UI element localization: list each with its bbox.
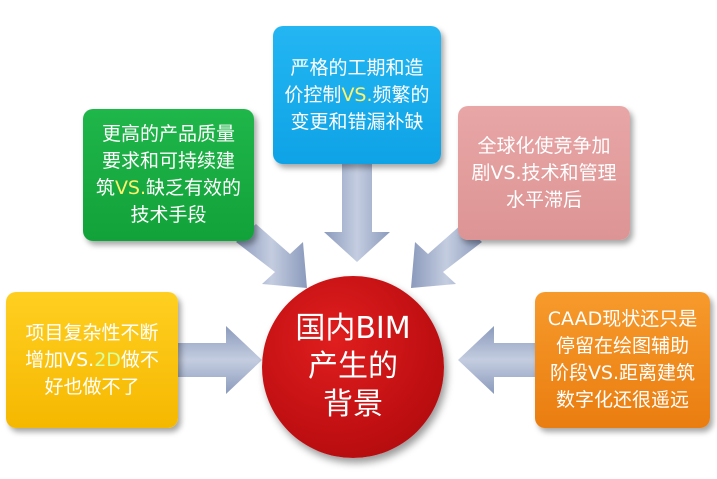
box-upper-left-text: 更高的产品质量要求和可持续建筑VS.缺乏有效的技术手段 bbox=[96, 121, 241, 229]
box-upper-right-line2: 剧VS.技术和管理 bbox=[471, 161, 617, 184]
box-top-line2c: 频繁的 bbox=[372, 83, 430, 106]
box-right-line1: CAAD现状还只是 bbox=[547, 308, 698, 330]
box-upper-right-line3: 水平滞后 bbox=[505, 188, 582, 211]
box-top-line1: 严格的工期和造 bbox=[290, 56, 424, 79]
box-right-line3: 阶段VS.距离建筑 bbox=[549, 362, 696, 384]
box-top-line3: 变更和错漏补缺 bbox=[290, 110, 424, 133]
box-left-line2b: VS. bbox=[63, 348, 95, 371]
arrow-right bbox=[458, 326, 535, 394]
box-right-text: CAAD现状还只是停留在绘图辅助阶段VS.距离建筑数字化还很遥远 bbox=[548, 306, 697, 414]
box-left-line2c: 2D bbox=[94, 348, 121, 371]
box-left-text: 项目复杂性不断增加VS.2D做不好也做不了 bbox=[25, 320, 159, 401]
box-right-line2: 停留在绘图辅助 bbox=[555, 335, 689, 357]
box-left: 项目复杂性不断增加VS.2D做不好也做不了 bbox=[6, 292, 178, 428]
box-upper-right: 全球化使竞争加剧VS.技术和管理水平滞后 bbox=[458, 106, 630, 240]
box-right: CAAD现状还只是停留在绘图辅助阶段VS.距离建筑数字化还很遥远 bbox=[535, 292, 710, 428]
box-upper-left-line3c: 缺乏有效的 bbox=[146, 177, 242, 199]
box-left-line2d: 做不 bbox=[120, 348, 159, 371]
box-upper-right-line1: 全球化使竞争加 bbox=[477, 134, 611, 157]
arrow-left bbox=[178, 326, 262, 394]
box-right-line4: 数字化还很遥远 bbox=[555, 389, 689, 411]
box-upper-left-line1: 更高的产品质量 bbox=[101, 123, 235, 145]
box-upper-left: 更高的产品质量要求和可持续建筑VS.缺乏有效的技术手段 bbox=[83, 109, 254, 241]
arrow-top bbox=[324, 164, 390, 262]
box-left-line3: 好也做不了 bbox=[44, 375, 140, 398]
box-upper-left-line4: 技术手段 bbox=[130, 204, 207, 226]
box-top: 严格的工期和造价控制VS.频繁的变更和错漏补缺 bbox=[273, 26, 441, 164]
box-top-line2b: VS. bbox=[341, 83, 373, 106]
box-upper-left-line2: 要求和可持续建 bbox=[101, 150, 235, 172]
box-upper-left-line3a: 筑 bbox=[95, 177, 115, 199]
box-left-line2a: 增加 bbox=[25, 348, 64, 371]
box-upper-right-text: 全球化使竞争加剧VS.技术和管理水平滞后 bbox=[471, 133, 616, 214]
center-circle: 国内BIM 产生的 背景 bbox=[262, 276, 444, 458]
box-top-text: 严格的工期和造价控制VS.频繁的变更和错漏补缺 bbox=[284, 55, 429, 136]
box-upper-left-line3b: VS. bbox=[114, 177, 147, 199]
arrow-upper-left bbox=[236, 224, 307, 288]
center-label: 国内BIM 产生的 背景 bbox=[295, 311, 411, 422]
arrow-upper-right bbox=[411, 224, 482, 288]
box-top-line2a: 价控制 bbox=[284, 83, 342, 106]
box-left-line1: 项目复杂性不断 bbox=[25, 321, 159, 344]
